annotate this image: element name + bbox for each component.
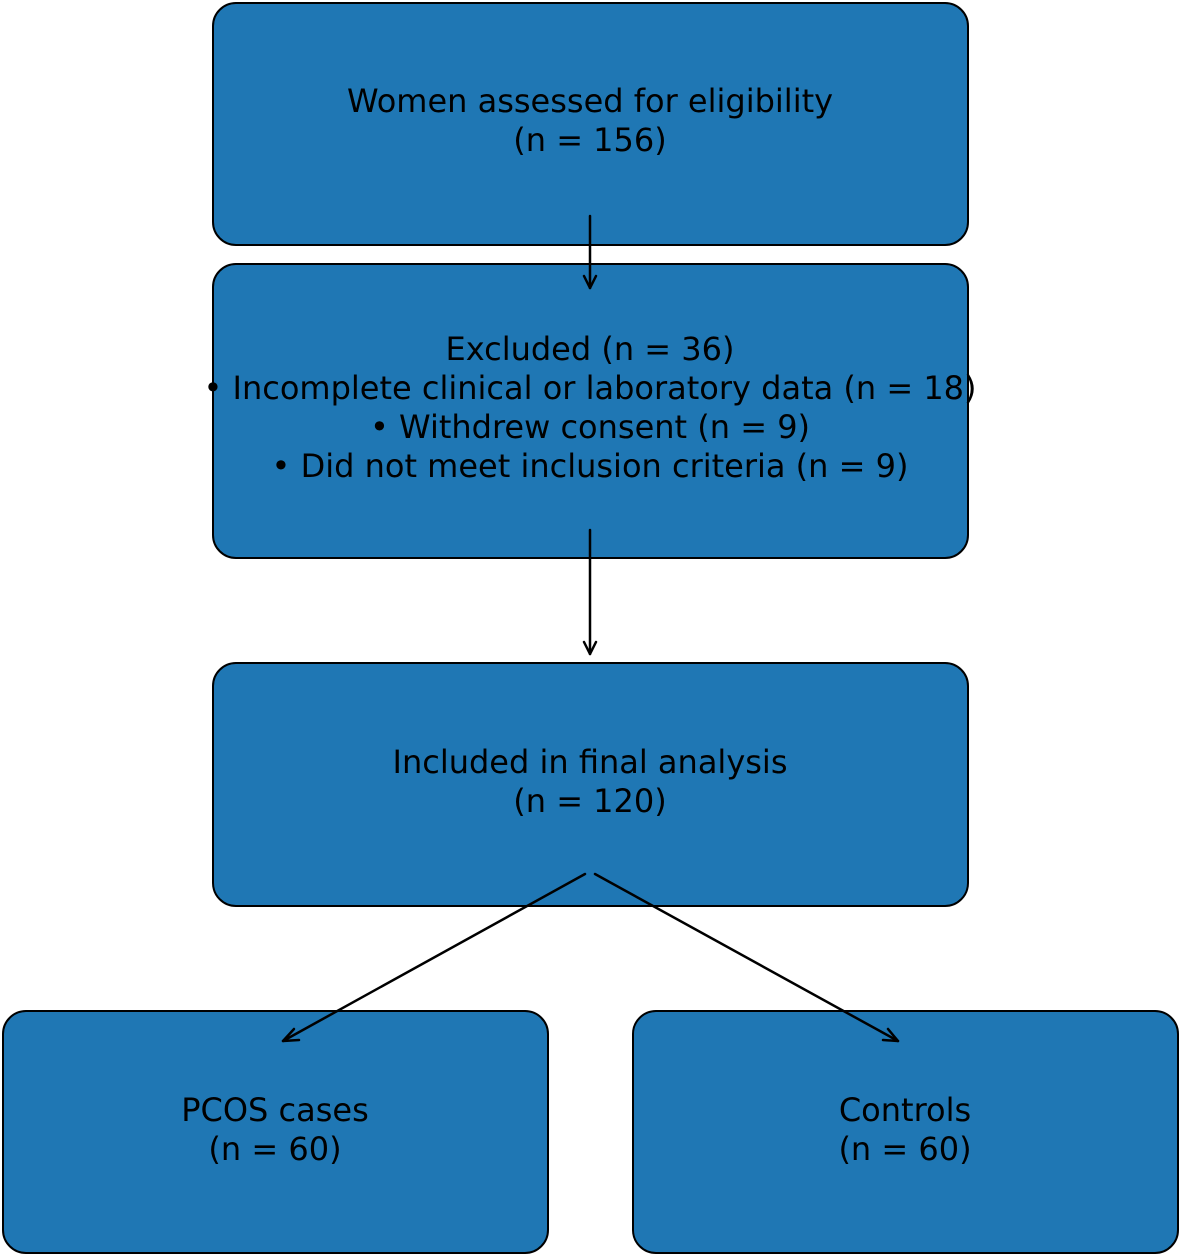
- excluded-title: Excluded (n = 36): [445, 330, 735, 368]
- excluded-reason-not-meet-criteria: • Did not meet inclusion criteria (n = 9…: [271, 447, 909, 485]
- pcos-label: PCOS cases (n = 60): [181, 1091, 369, 1169]
- controls-box: [632, 1010, 1179, 1254]
- controls-count: (n = 60): [838, 1130, 972, 1168]
- assessed-box: [212, 2, 969, 246]
- excluded-reason-withdrew-consent: • Withdrew consent (n = 9): [369, 408, 811, 446]
- assessed-title: Women assessed for eligibility: [346, 82, 834, 120]
- included-label: Included in final analysis (n = 120): [393, 743, 788, 821]
- pcos-title: PCOS cases: [181, 1091, 369, 1129]
- assessed-label: Women assessed for eligibility (n = 156): [347, 82, 833, 160]
- pcos-box: [2, 1010, 549, 1254]
- pcos-count: (n = 60): [208, 1130, 342, 1168]
- controls-title: Controls: [838, 1091, 972, 1129]
- included-title: Included in final analysis: [392, 743, 788, 781]
- assessed-count: (n = 156): [513, 121, 667, 159]
- included-count: (n = 120): [513, 782, 667, 820]
- controls-label: Controls (n = 60): [838, 1091, 971, 1169]
- included-box: [212, 662, 969, 907]
- excluded-label: Excluded (n = 36) • Incomplete clinical …: [203, 330, 976, 486]
- excluded-box: [212, 263, 969, 559]
- excluded-reason-incomplete-data: • Incomplete clinical or laboratory data…: [203, 369, 977, 407]
